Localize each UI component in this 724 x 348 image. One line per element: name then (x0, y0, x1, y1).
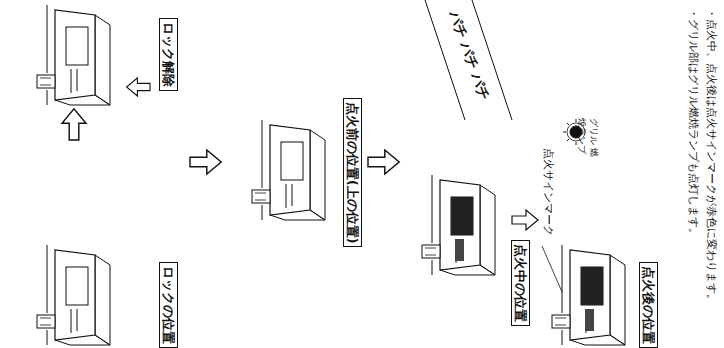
step-label-box: 点火後の位置 (639, 262, 658, 348)
step-label-box: ロックの位置 (159, 262, 178, 348)
note: ・グリル部はグリル燃焼ランプも点灯します。 (686, 8, 700, 338)
step-label-box: 点火前の位置(上の位置) (343, 98, 362, 247)
step-label-box: ロック解除 (159, 18, 178, 91)
sound-effect: パチ パチ パチ (445, 8, 494, 102)
step-label: 点火前の位置(上の位置) (345, 102, 360, 243)
sign-mark-label: 点火サインマーク (542, 148, 556, 236)
step-label: 点火中の位置 (513, 244, 528, 322)
step-label: 点火後の位置 (641, 266, 656, 344)
lamp-label: グリル 燃焼ランプ (576, 118, 600, 163)
step-label: ロックの位置 (161, 266, 176, 344)
note: ・点火中、点火後は点火サインマークが赤色に変わります。 (704, 8, 718, 338)
step-label-box: 点火中の位置 (511, 240, 530, 326)
step-label: ロック解除 (161, 22, 176, 87)
